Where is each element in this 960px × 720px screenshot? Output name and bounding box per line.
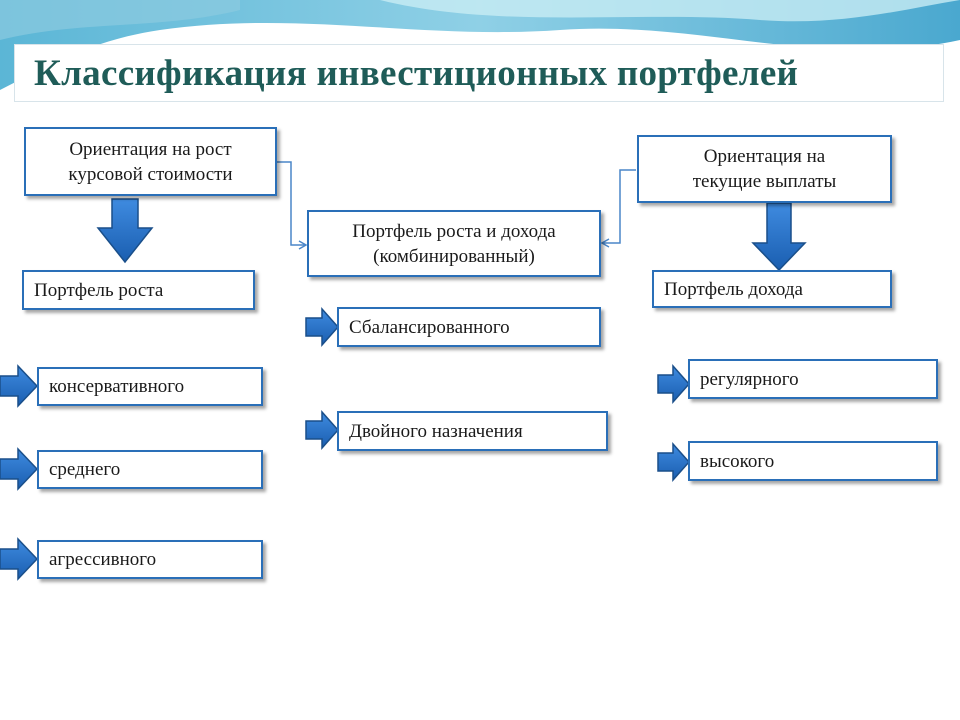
- medium-label: среднего: [49, 459, 121, 480]
- combined-portfolio-box: Портфель роста и дохода (комбинированный…: [307, 210, 601, 277]
- regular-label: регулярного: [700, 368, 799, 390]
- growth-orientation-line1: Ориентация на рост: [69, 138, 232, 160]
- right-arrow-regular: [657, 364, 691, 404]
- right-arrow-aggressive: [0, 537, 39, 581]
- right-arrow-high: [657, 442, 691, 482]
- connector-right-to-combined: [603, 169, 636, 244]
- high-box: высокого: [688, 441, 938, 481]
- combined-portfolio-line1: Портфель роста и дохода: [352, 220, 556, 242]
- growth-orientation-box: Ориентация на рост курсовой стоимости: [24, 127, 277, 196]
- income-orientation-line2: текущие выплаты: [692, 171, 837, 192]
- medium-box: среднего: [37, 450, 263, 489]
- income-portfolio-label: Портфель дохода: [664, 278, 803, 300]
- page-title: Классификация инвестиционных портфелей: [34, 53, 799, 94]
- connector-left-to-combined-head: [298, 240, 308, 250]
- balanced-label: Сбалансированного: [349, 316, 510, 338]
- conservative-box: консервативного: [37, 367, 263, 406]
- dual-purpose-label: Двойного назначения: [349, 420, 523, 442]
- connector-left-to-combined: [277, 161, 305, 246]
- right-arrow-conservative: [0, 364, 39, 408]
- growth-portfolio-box: Портфель роста: [22, 270, 255, 310]
- income-portfolio-box: Портфель дохода: [652, 270, 892, 308]
- title-frame: [14, 44, 944, 102]
- regular-box: регулярного: [688, 359, 938, 399]
- down-arrow-right: [751, 202, 807, 272]
- income-orientation-line1: Ориентация на: [703, 146, 826, 167]
- growth-orientation-line2: курсовой стоимости: [68, 163, 233, 185]
- conservative-label: консервативного: [49, 376, 185, 397]
- down-arrow-left: [96, 198, 154, 264]
- income-orientation-box: Ориентация на текущие выплаты: [637, 135, 892, 203]
- dual-purpose-box: Двойного назначения: [337, 411, 608, 451]
- growth-portfolio-label: Портфель роста: [34, 279, 164, 301]
- right-arrow-balanced: [305, 307, 340, 347]
- balanced-box: Сбалансированного: [337, 307, 601, 347]
- high-label: высокого: [700, 450, 775, 472]
- aggressive-box: агрессивного: [37, 540, 263, 579]
- connector-right-to-combined-head: [600, 238, 610, 248]
- right-arrow-medium: [0, 447, 39, 491]
- aggressive-label: агрессивного: [49, 549, 157, 570]
- right-arrow-dual: [305, 410, 340, 450]
- combined-portfolio-line2: (комбинированный): [373, 245, 535, 267]
